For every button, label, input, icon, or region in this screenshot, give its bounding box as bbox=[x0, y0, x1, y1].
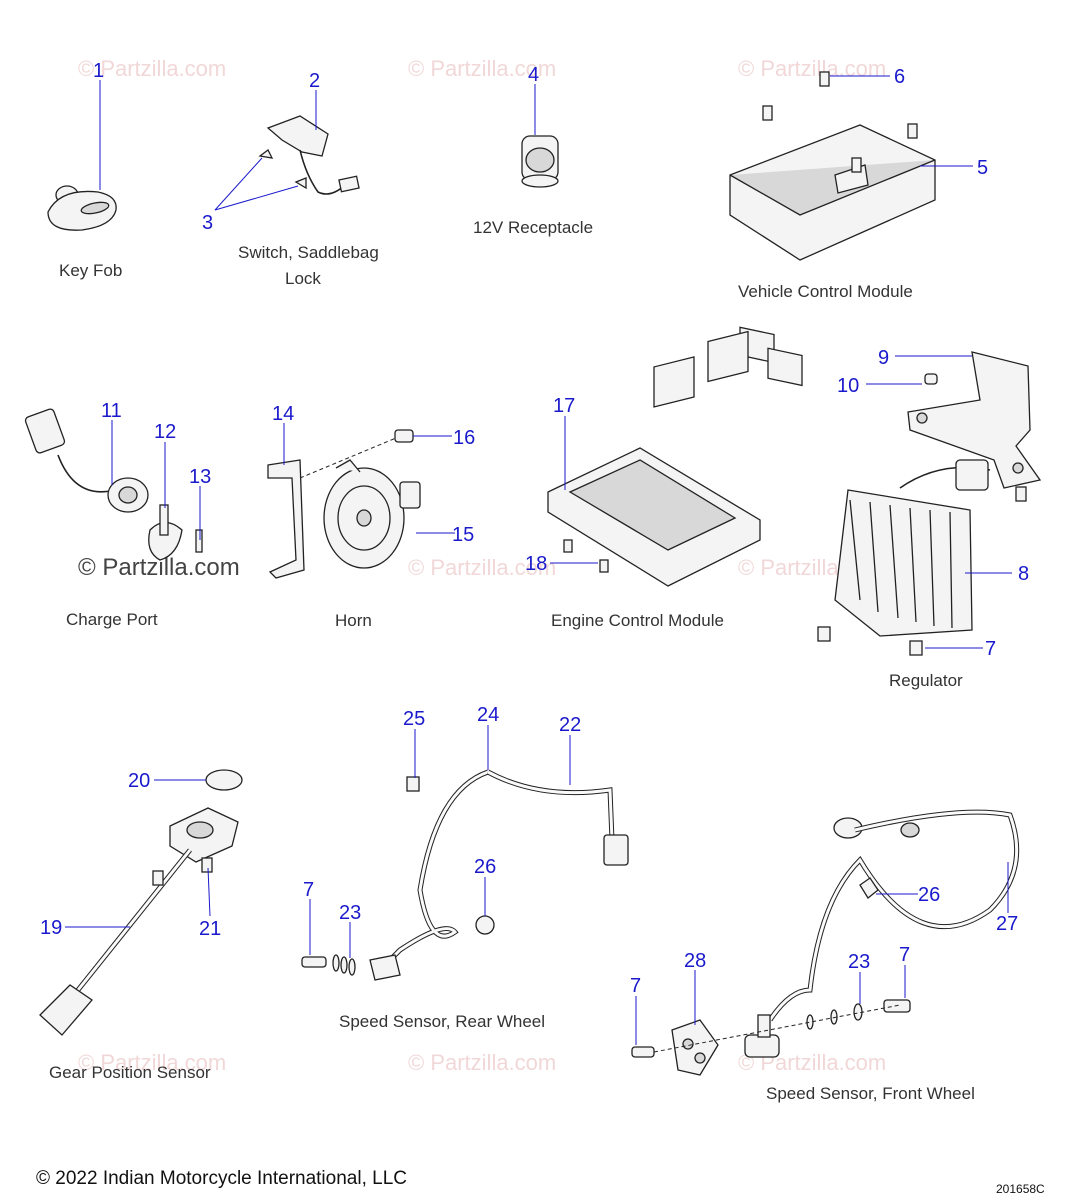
callout-1: 1 bbox=[93, 60, 104, 82]
callout-13: 13 bbox=[189, 466, 211, 488]
caption-charge-port: Charge Port bbox=[66, 610, 158, 629]
callout-7-rear: 7 bbox=[303, 879, 314, 901]
callout-26-rear: 26 bbox=[474, 856, 496, 878]
ecm-illustration bbox=[547, 330, 761, 587]
caption-gear-sensor: Gear Position Sensor bbox=[49, 1063, 211, 1082]
caption-ecm: Engine Control Module bbox=[551, 611, 724, 630]
watermark: © Partzilla.com bbox=[738, 56, 886, 81]
key-fob-illustration bbox=[47, 185, 117, 231]
caption-key-fob: Key Fob bbox=[59, 261, 122, 280]
callout-22: 22 bbox=[559, 714, 581, 736]
leader-lines bbox=[65, 75, 1012, 1045]
watermark: © Partzilla.com bbox=[78, 1050, 226, 1075]
caption-vcm: Vehicle Control Module bbox=[738, 282, 913, 301]
caption-front-sensor: Speed Sensor, Front Wheel bbox=[766, 1084, 975, 1103]
callout-10: 10 bbox=[837, 375, 859, 397]
callout-14: 14 bbox=[272, 403, 294, 425]
regulator-illustration bbox=[817, 351, 1042, 656]
callout-18: 18 bbox=[525, 553, 547, 575]
caption-saddlebag-line1: Switch, Saddlebag bbox=[238, 243, 379, 262]
callout-3: 3 bbox=[202, 212, 213, 234]
callout-6: 6 bbox=[894, 66, 905, 88]
copyright-text: © 2022 Indian Motorcycle International, … bbox=[36, 1168, 407, 1189]
watermark: © Partzilla.com bbox=[408, 56, 556, 81]
callout-5: 5 bbox=[977, 157, 988, 179]
callout-15: 15 bbox=[452, 524, 474, 546]
watermark: © Partzilla.com bbox=[78, 56, 226, 81]
saddlebag-switch-illustration bbox=[258, 115, 360, 195]
caption-regulator: Regulator bbox=[889, 671, 963, 690]
callout-24: 24 bbox=[477, 704, 499, 726]
callout-16: 16 bbox=[453, 427, 475, 449]
callout-2: 2 bbox=[309, 70, 320, 92]
charge-port-illustration bbox=[24, 408, 203, 561]
callout-11: 11 bbox=[101, 400, 122, 422]
callout-7-front-right: 7 bbox=[899, 944, 910, 966]
callout-19: 19 bbox=[40, 917, 62, 939]
watermark: © Partzilla.com bbox=[408, 1050, 556, 1075]
callout-9: 9 bbox=[878, 347, 889, 369]
callout-12: 12 bbox=[154, 421, 176, 443]
caption-horn: Horn bbox=[335, 611, 372, 630]
diagram-code: 201658C bbox=[996, 1182, 1045, 1196]
callout-7-front-left: 7 bbox=[630, 975, 641, 997]
gear-sensor-illustration bbox=[39, 769, 243, 1036]
captions: Key Fob Switch, Saddlebag Lock 12V Recep… bbox=[49, 218, 975, 1103]
callout-23-rear: 23 bbox=[339, 902, 361, 924]
callout-4: 4 bbox=[528, 64, 539, 86]
horn-illustration bbox=[267, 429, 421, 579]
callout-21: 21 bbox=[199, 918, 221, 940]
caption-saddlebag-line2: Lock bbox=[285, 269, 321, 288]
front-sensor-illustration bbox=[631, 809, 1020, 1076]
vcm-illustration bbox=[729, 71, 936, 387]
callout-28: 28 bbox=[684, 950, 706, 972]
callout-20: 20 bbox=[128, 770, 150, 792]
callout-25: 25 bbox=[403, 708, 425, 730]
caption-rear-sensor: Speed Sensor, Rear Wheel bbox=[339, 1012, 545, 1031]
callout-numbers: 1 2 3 4 5 6 7 8 9 10 11 12 13 14 15 16 1… bbox=[40, 60, 1029, 997]
receptacle-illustration bbox=[521, 135, 559, 188]
caption-receptacle: 12V Receptacle bbox=[473, 218, 593, 237]
callout-26-front: 26 bbox=[918, 884, 940, 906]
rear-sensor-illustration bbox=[301, 769, 629, 981]
callout-8: 8 bbox=[1018, 563, 1029, 585]
callout-23-front: 23 bbox=[848, 951, 870, 973]
watermark: © Partzilla.com bbox=[408, 555, 556, 580]
callout-17: 17 bbox=[553, 395, 575, 417]
callout-7-regulator: 7 bbox=[985, 638, 996, 660]
callout-27: 27 bbox=[996, 913, 1018, 935]
